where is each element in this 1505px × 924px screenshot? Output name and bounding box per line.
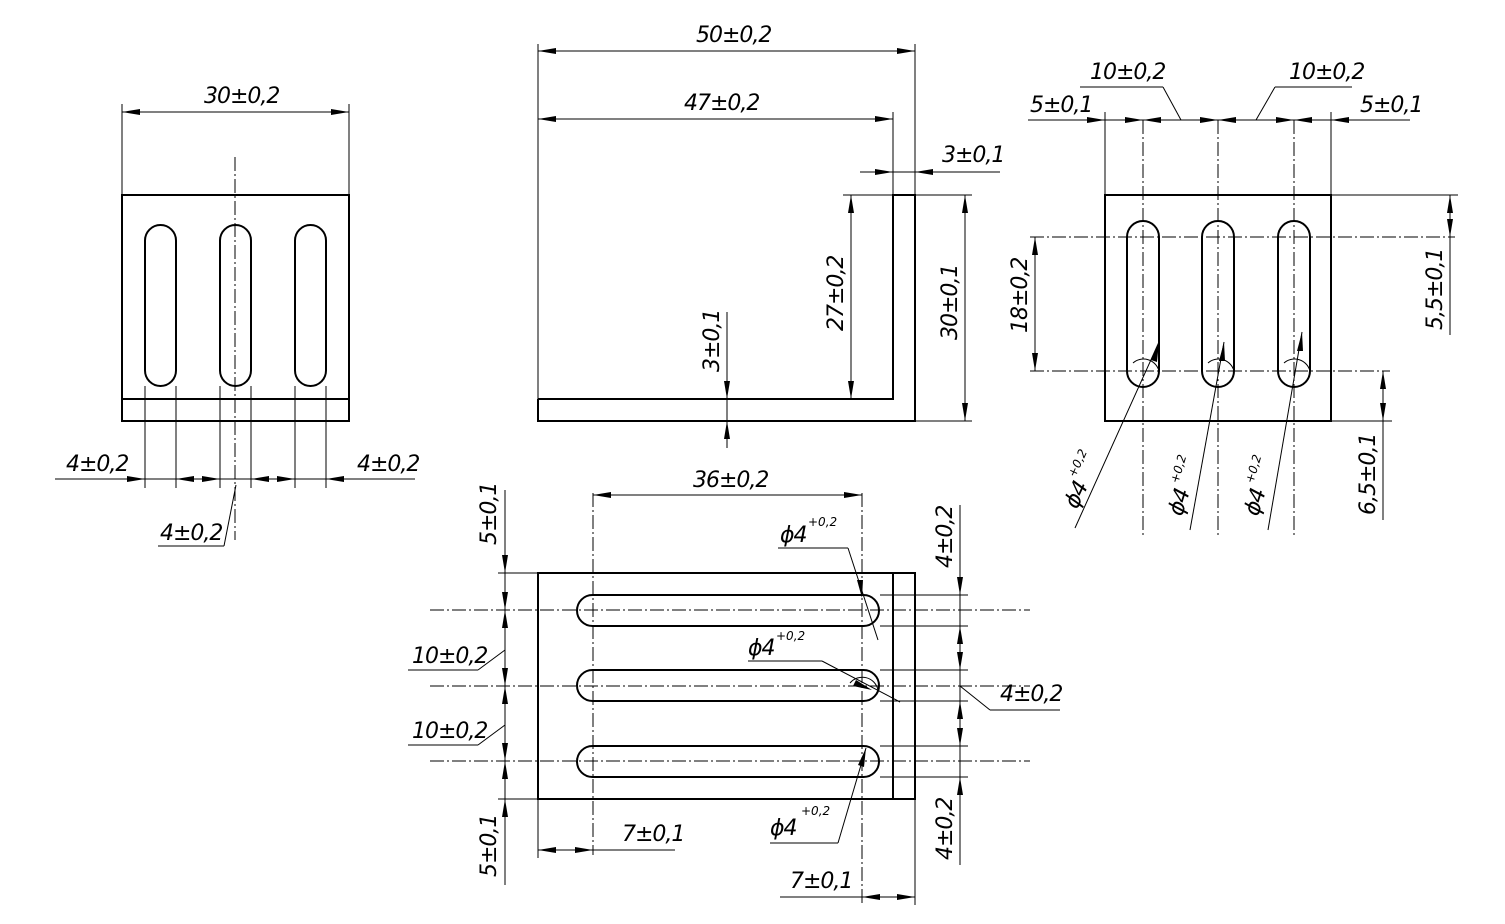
dim-side-inner-length: 47±0,2 [684, 91, 759, 116]
dim-right-diam-1: ϕ4 [1060, 478, 1094, 513]
dim-right-bottom-offset: 6,5±0,1 [1356, 434, 1381, 515]
dim-front-slot-right: 4±0,2 [357, 452, 419, 477]
dim-top-pitch-1: 10±0,2 [412, 644, 487, 669]
dim-front-width: 30±0,2 [204, 84, 279, 109]
dim-side-wall-thickness: 3±0,1 [942, 143, 1004, 168]
dim-side-inner-height: 27±0,2 [824, 256, 849, 331]
dim-side-total-height: 30±0,1 [938, 265, 963, 340]
dim-right-pitch-left: 10±0,2 [1090, 60, 1165, 85]
dim-top-diam-2: ϕ4 [748, 636, 775, 661]
dim-right-tol-2: +0,2 [1167, 453, 1189, 485]
dim-right-slot-length: 18±0,2 [1008, 258, 1033, 333]
dim-right-top-offset: 5,5±0,1 [1423, 249, 1448, 330]
dim-top-slot-width-bottom: 4±0,2 [933, 798, 958, 860]
dim-right-pitch-right: 10±0,2 [1289, 60, 1364, 85]
dim-top-tol-2: +0,2 [776, 629, 805, 643]
dim-side-total-length: 50±0,2 [696, 23, 771, 48]
dim-top-diam-3: ϕ4 [770, 816, 797, 841]
dim-side-base-thickness: 3±0,1 [700, 310, 725, 372]
dim-right-tol-1: +0,2 [1065, 447, 1090, 479]
side-view: 50±0,2 47±0,2 3±0,1 27±0,2 30±0,1 3±0,1 [537, 23, 1005, 448]
dim-right-diam-2: ϕ4 [1164, 486, 1196, 519]
top-view: 36±0,2 5±0,1 5±0,1 10±0,2 10±0,2 [408, 468, 1063, 905]
dim-top-slot-width-top: 4±0,2 [933, 506, 958, 568]
dim-top-edge-bottom: 5±0,1 [477, 815, 502, 877]
dim-front-slot-center: 4±0,2 [160, 521, 222, 546]
dim-top-tol-3: +0,2 [801, 804, 830, 818]
dim-right-diam-3: ϕ4 [1240, 486, 1272, 519]
dim-top-edge-top: 5±0,1 [477, 483, 502, 545]
dim-right-edge-left: 5±0,1 [1030, 93, 1092, 118]
dim-top-offset-left: 7±0,1 [622, 822, 684, 847]
dim-top-diam-1: ϕ4 [780, 523, 807, 548]
dim-right-tol-3: +0,2 [1242, 453, 1264, 485]
dim-top-slot-length: 36±0,2 [693, 468, 768, 493]
dim-top-offset-right: 7±0,1 [790, 869, 852, 894]
dim-top-pitch-2: 10±0,2 [412, 719, 487, 744]
dim-right-edge-right: 5±0,1 [1360, 93, 1422, 118]
dim-top-tol-1: +0,2 [808, 515, 837, 529]
dim-top-slot-width-mid: 4±0,2 [1000, 682, 1062, 707]
dim-front-slot-left: 4±0,2 [66, 452, 128, 477]
right-view: 5±0,1 5±0,1 10±0,2 10±0,2 18±0,2 5,5±0,1… [1008, 60, 1458, 535]
front-view: 30±0,2 4±0,2 4±0,2 4±0,2 [55, 84, 420, 547]
